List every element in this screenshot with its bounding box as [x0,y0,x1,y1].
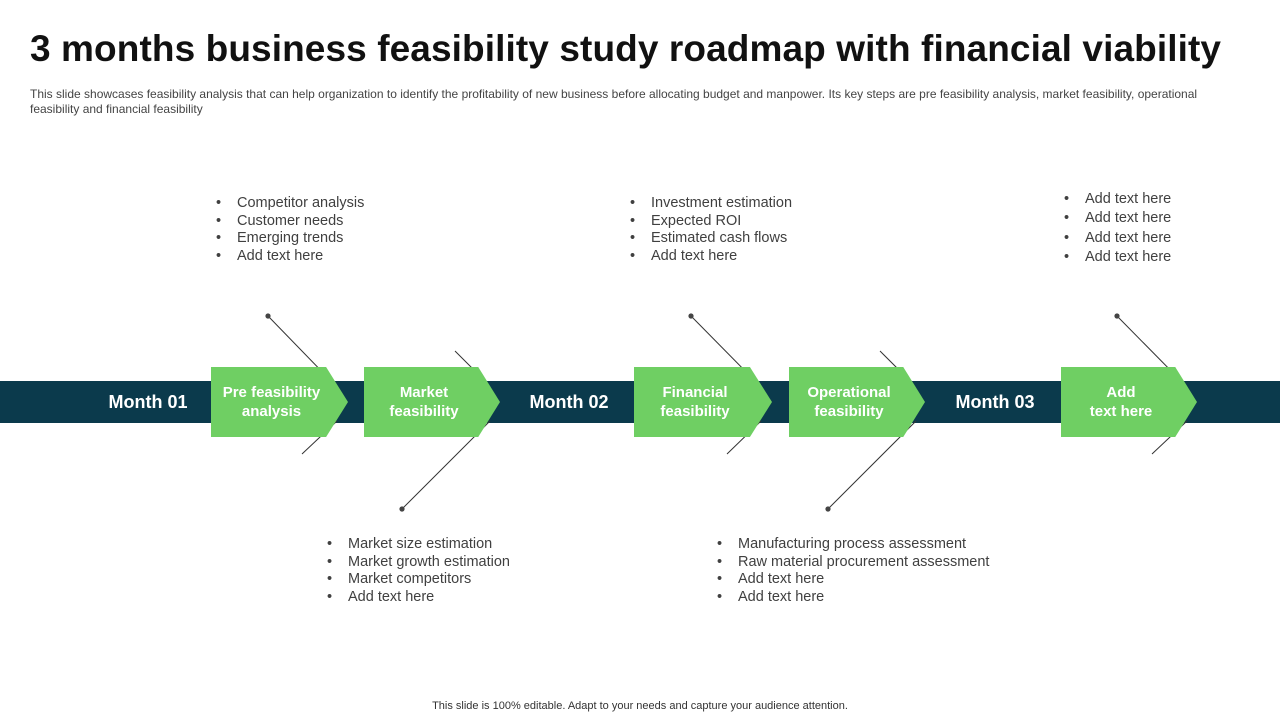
market-details: Market size estimation Market growth est… [327,536,510,606]
operational-details: Manufacturing process assessment Raw mat… [717,536,989,606]
month-label-03: Month 03 [955,392,1035,412]
list-item: Add text here [717,589,989,607]
list-item: Raw material procurement assessment [717,554,989,572]
connector-dot [399,506,405,512]
financial-details: Investment estimation Expected ROI Estim… [630,195,792,265]
list-item: Add text here [1064,209,1171,229]
month-label-01: Month 01 [108,392,188,412]
list-item: Manufacturing process assessment [717,536,989,554]
list-item: Add text here [1064,248,1171,268]
list-item: Market size estimation [327,536,510,554]
list-item: Add text here [717,571,989,589]
connector-dot [688,313,694,319]
step-add-text: Add text here [1061,367,1197,437]
step-operational-feasibility: Operational feasibility [789,367,925,437]
step-label: Pre feasibility analysis [222,384,321,420]
list-item: Customer needs [216,213,364,231]
footer-note: This slide is 100% editable. Adapt to yo… [432,700,848,712]
month-label-02: Month 02 [529,392,609,412]
connector-dot [825,506,831,512]
list-item: Add text here [1064,229,1171,249]
step-financial-feasibility: Financial feasibility [634,367,772,437]
step-label: Add text here [1089,384,1153,420]
step-label: Market feasibility [389,384,459,420]
list-item: Competitor analysis [216,195,364,213]
step-label: Operational feasibility [807,384,891,420]
final-step-details: Add text here Add text here Add text her… [1064,190,1171,267]
list-item: Add text here [1064,190,1171,210]
list-item: Estimated cash flows [630,230,792,248]
list-item: Emerging trends [216,230,364,248]
list-item: Add text here [327,589,510,607]
list-item: Add text here [630,248,792,266]
list-item: Investment estimation [630,195,792,213]
slide-title: 3 months business feasibility study road… [30,28,1222,69]
connector-dot [265,313,271,319]
step-market-feasibility: Market feasibility [364,367,500,437]
list-item: Market competitors [327,571,510,589]
step-label: Financial feasibility [660,384,730,420]
list-item: Market growth estimation [327,554,510,572]
list-item: Expected ROI [630,213,792,231]
slide-subtitle: This slide showcases feasibility analysi… [30,87,1198,116]
step-pre-feasibility: Pre feasibility analysis [211,367,348,437]
list-item: Add text here [216,248,364,266]
pre-feasibility-details: Competitor analysis Customer needs Emerg… [216,195,364,265]
connector-dot [1114,313,1120,319]
